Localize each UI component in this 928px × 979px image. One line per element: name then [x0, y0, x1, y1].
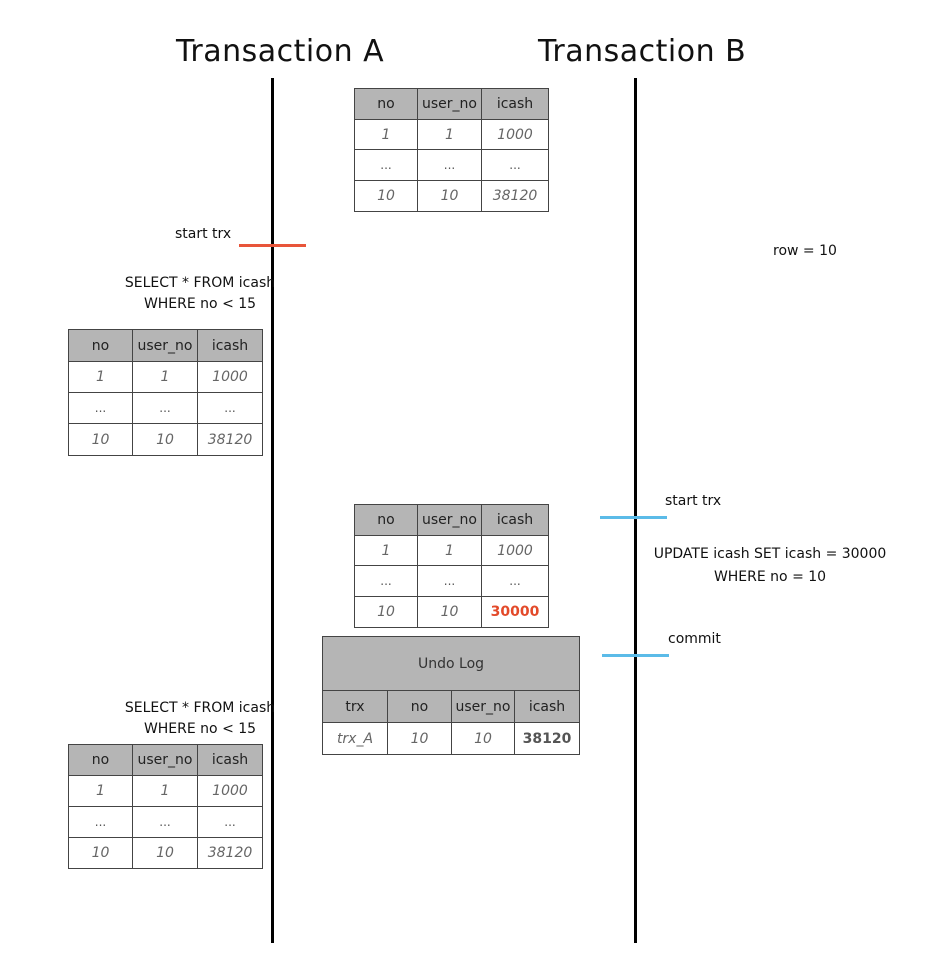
cell-user-no: 1 [132, 775, 198, 807]
select-result-2-table: no user_no icash 1 1 1000 ... ... ... 10… [68, 744, 263, 869]
undo-icash-value: 38120 [513, 722, 581, 755]
cell-ellipsis: ... [68, 392, 133, 424]
table-row: 10 10 38120 [68, 837, 263, 869]
cell-ellipsis: ... [354, 565, 418, 597]
tx-b-start-label: start trx [665, 493, 722, 509]
update-statement-line-2: WHERE no = 10 [713, 569, 827, 585]
column-header-icash: icash [513, 690, 581, 723]
column-header-user-no: user_no [132, 744, 198, 776]
select-query-2-line-1: SELECT * FROM icash [124, 700, 276, 716]
row-count-note: row = 10 [773, 243, 837, 259]
column-header-no: no [387, 690, 452, 723]
column-header-icash: icash [481, 504, 549, 536]
column-header-icash: icash [197, 744, 263, 776]
table-row: ... ... ... [354, 565, 549, 597]
select-query-1-line-2: WHERE no < 15 [143, 296, 257, 312]
column-header-user-no: user_no [451, 690, 515, 723]
cell-icash: 38120 [481, 180, 549, 212]
cell-no: 10 [354, 596, 418, 628]
cell-no: 10 [68, 423, 133, 456]
column-header-trx: trx [322, 690, 388, 723]
undo-log-title: Undo Log [321, 636, 581, 691]
tx-a-start-label: start trx [175, 226, 232, 242]
cell-user-no: 1 [132, 361, 198, 393]
tx-b-commit-marker [602, 654, 669, 657]
cell-no: 1 [354, 119, 418, 150]
table-row: ... ... ... [68, 392, 263, 424]
cell-user-no: 1 [417, 535, 482, 566]
table-row: 10 10 38120 [354, 180, 549, 212]
table-row: 1 1 1000 [68, 361, 263, 393]
column-header-user-no: user_no [132, 329, 198, 362]
cell-ellipsis: ... [481, 149, 549, 181]
transaction-b-timeline [634, 78, 637, 943]
transaction-a-timeline [271, 78, 274, 943]
column-header-icash: icash [197, 329, 263, 362]
cell-ellipsis: ... [197, 392, 263, 424]
initial-table: no user_no icash 1 1 1000 ... ... ... 10… [354, 88, 549, 212]
cell-no: 1 [68, 775, 133, 807]
cell-ellipsis: ... [68, 806, 133, 838]
tx-b-commit-label: commit [668, 631, 721, 647]
cell-user-no: 10 [417, 180, 482, 212]
undo-log-table: Undo Log trx no user_no icash trx_A 10 1… [321, 636, 581, 755]
cell-trx: trx_A [322, 722, 388, 755]
cell-no: 1 [68, 361, 133, 393]
cell-no: 10 [354, 180, 418, 212]
column-header-no: no [354, 504, 418, 536]
cell-icash: 1000 [481, 119, 549, 150]
cell-ellipsis: ... [132, 392, 198, 424]
tx-a-start-marker [239, 244, 306, 247]
select-result-1-table: no user_no icash 1 1 1000 ... ... ... 10… [68, 329, 263, 456]
tx-b-start-marker [600, 516, 667, 519]
table-row: 1 1 1000 [354, 119, 549, 150]
table-row: 10 10 38120 [68, 423, 263, 456]
update-statement-line-1: UPDATE icash SET icash = 30000 [653, 546, 887, 562]
table-row: ... ... ... [354, 149, 549, 181]
table-row: 1 1 1000 [354, 535, 549, 566]
column-header-no: no [354, 88, 418, 120]
cell-no: 1 [354, 535, 418, 566]
cell-user-no: 10 [132, 423, 198, 456]
cell-icash: 38120 [197, 423, 263, 456]
cell-no: 10 [387, 722, 452, 755]
cell-no: 10 [68, 837, 133, 869]
column-header-icash: icash [481, 88, 549, 120]
updated-table: no user_no icash 1 1 1000 ... ... ... 10… [354, 504, 549, 628]
cell-user-no: 10 [132, 837, 198, 869]
cell-icash: 38120 [197, 837, 263, 869]
cell-ellipsis: ... [417, 565, 482, 597]
cell-user-no: 1 [417, 119, 482, 150]
table-row: ... ... ... [68, 806, 263, 838]
cell-ellipsis: ... [197, 806, 263, 838]
table-row: trx_A 10 10 38120 [322, 722, 581, 755]
table-row: 1 1 1000 [68, 775, 263, 807]
column-header-user-no: user_no [417, 504, 482, 536]
updated-icash-value: 30000 [481, 596, 549, 628]
cell-ellipsis: ... [481, 565, 549, 597]
cell-ellipsis: ... [354, 149, 418, 181]
transaction-a-header: Transaction A [176, 34, 385, 69]
column-header-user-no: user_no [417, 88, 482, 120]
cell-ellipsis: ... [132, 806, 198, 838]
cell-user-no: 10 [417, 596, 482, 628]
column-header-no: no [68, 329, 133, 362]
select-query-1-line-1: SELECT * FROM icash [124, 275, 276, 291]
transaction-b-header: Transaction B [538, 34, 747, 69]
column-header-no: no [68, 744, 133, 776]
cell-icash: 1000 [197, 775, 263, 807]
cell-icash: 1000 [197, 361, 263, 393]
cell-icash: 1000 [481, 535, 549, 566]
select-query-2-line-2: WHERE no < 15 [143, 721, 257, 737]
table-row: 10 10 30000 [354, 596, 549, 628]
cell-user-no: 10 [451, 722, 515, 755]
cell-ellipsis: ... [417, 149, 482, 181]
